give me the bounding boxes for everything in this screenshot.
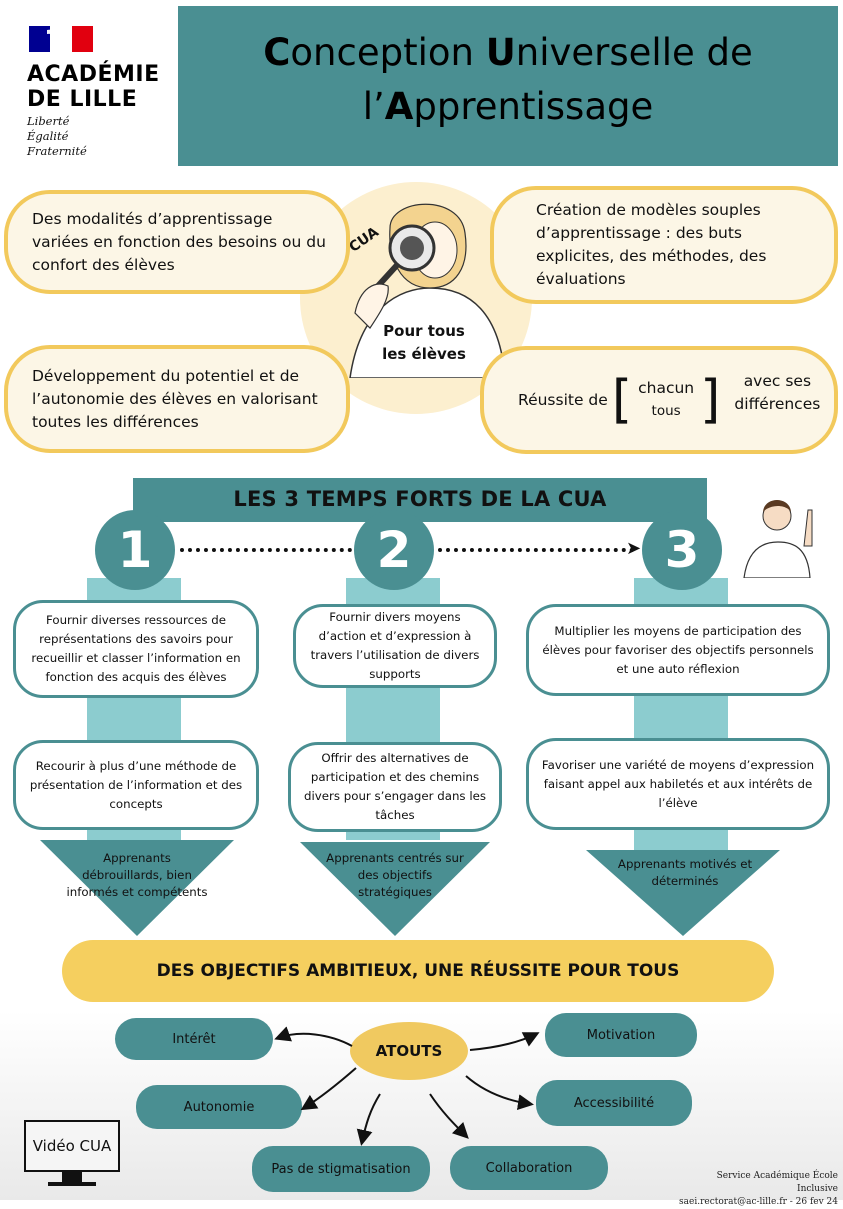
column-1-result-arrow xyxy=(40,840,234,936)
academy-name-line2: DE LILLE xyxy=(27,87,138,112)
reussite-suffix-line2: différences xyxy=(734,395,821,413)
arrow-to-stigmatisation xyxy=(356,1093,381,1146)
page-title: Conception Universelle de l’Apprentissag… xyxy=(178,26,838,134)
dotted-connector xyxy=(180,548,352,552)
title-text: niverselle de xyxy=(515,31,753,74)
bubble-developpement-text: Développement du potentiel et de l’auton… xyxy=(32,366,318,431)
bracket-right: ] xyxy=(700,370,721,430)
arrow-to-autonomie xyxy=(300,1067,357,1111)
title-text: l’ xyxy=(362,85,385,128)
arrow-to-interet xyxy=(274,1026,353,1047)
atout-motivation: Motivation xyxy=(545,1013,697,1057)
column-2-result-arrow xyxy=(300,842,490,936)
arrow-right-icon: ➤ xyxy=(626,538,642,559)
student-magnifier-illustration xyxy=(349,203,506,378)
bubble-creation-text: Création de modèles souples d’apprentiss… xyxy=(536,201,767,288)
column-1-card-1-text: Fournir diverses ressources de représent… xyxy=(31,613,241,684)
atouts-center: ATOUTS xyxy=(350,1022,468,1080)
step-number-3: 3 xyxy=(642,510,722,590)
column-3-card-1: Multiplier les moyens de participation d… xyxy=(526,604,830,696)
arrow-to-accessibilite xyxy=(465,1075,534,1111)
arrow-to-collaboration xyxy=(429,1093,469,1139)
page-title-line2: l’Apprentissage xyxy=(178,80,838,134)
column-3-card-2-text: Favoriser une variété de moyens d’expres… xyxy=(541,757,815,810)
title-text: pprentissage xyxy=(413,85,654,128)
reussite-prefix: Réussite de xyxy=(518,390,608,409)
page-title-line1: Conception Universelle de xyxy=(178,26,838,80)
reussite-word-chacun: chacun xyxy=(638,379,695,397)
center-caption-line1: Pour tous xyxy=(383,322,465,340)
title-initial: A xyxy=(384,85,414,128)
goal-banner: DES OBJECTIFS AMBITIEUX, UNE RÉUSSITE PO… xyxy=(62,940,774,1002)
temps-forts-title: LES 3 TEMPS FORTS DE LA CUA xyxy=(233,487,607,511)
bubble-creation: Création de modèles souples d’apprentiss… xyxy=(490,186,838,304)
center-caption-line2: les élèves xyxy=(382,345,466,363)
footer-contact: saei.rectorat@ac-lille.fr - 26 fev 24 xyxy=(679,1197,838,1207)
atout-collaboration: Collaboration xyxy=(450,1146,608,1190)
column-2-result: Apprenants centrés sur des objectifs str… xyxy=(326,851,464,899)
motto-line: Égalité xyxy=(27,129,69,143)
reussite-words: chacun tous xyxy=(638,377,694,423)
column-3-card-1-text: Multiplier les moyens de participation d… xyxy=(542,623,814,676)
teacher-pointing-illustration xyxy=(743,500,813,578)
reussite-word-tous: tous xyxy=(651,403,681,419)
monitor-stand xyxy=(62,1172,82,1182)
monitor-base xyxy=(48,1182,96,1186)
center-caption: Pour tous les élèves xyxy=(374,320,474,366)
title-text: onception xyxy=(290,31,486,74)
column-2-card-2: Offrir des alternatives de participation… xyxy=(288,742,502,832)
title-initial: C xyxy=(263,31,291,74)
column-1-card-1: Fournir diverses ressources de représent… xyxy=(13,600,259,698)
marianne-flag-icon xyxy=(29,26,93,52)
footer-service: Service Académique École Inclusive xyxy=(716,1171,838,1194)
atouts-arrows xyxy=(274,1026,540,1146)
column-3-card-2: Favoriser une variété de moyens d’expres… xyxy=(526,738,830,830)
atout-interet: Intérêt xyxy=(115,1018,273,1060)
temps-forts-band: LES 3 TEMPS FORTS DE LA CUA xyxy=(133,478,707,522)
dotted-connector xyxy=(438,548,634,552)
column-2-card-2-text: Offrir des alternatives de participation… xyxy=(304,751,486,822)
video-link-button[interactable]: Vidéo CUA xyxy=(24,1120,120,1172)
title-banner: Conception Universelle de l’Apprentissag… xyxy=(178,6,838,166)
motto-line: Liberté xyxy=(27,114,70,128)
bracket-left: [ xyxy=(611,370,633,430)
arrow-to-motivation xyxy=(469,1032,540,1051)
bubble-developpement: Développement du potentiel et de l’auton… xyxy=(4,345,350,453)
atout-accessibilite: Accessibilité xyxy=(536,1080,692,1126)
bubble-reussite: Réussite de [ chacun tous ] avec ses dif… xyxy=(480,346,838,454)
bubble-modalites-text: Des modalités d’apprentissage variées en… xyxy=(32,209,326,274)
academy-logo: ACADÉMIE DE LILLE Liberté Égalité Frater… xyxy=(25,22,175,172)
column-2-card-1-text: Fournir divers moyens d’action et d’expr… xyxy=(310,610,480,681)
step-number-2: 2 xyxy=(354,510,434,590)
column-3-result-arrow xyxy=(586,850,780,936)
footer: Service Académique École Inclusive saei.… xyxy=(678,1170,838,1209)
column-2-card-1: Fournir divers moyens d’action et d’expr… xyxy=(293,604,497,688)
bubble-modalites: Des modalités d’apprentissage variées en… xyxy=(4,190,350,294)
reussite-suffix-line1: avec ses xyxy=(743,372,812,390)
column-1-card-2: Recourir à plus d’une méthode de présent… xyxy=(13,740,259,830)
column-1-card-2-text: Recourir à plus d’une méthode de présent… xyxy=(29,758,243,811)
column-1-result: Apprenants débrouillards, bien informés … xyxy=(66,851,208,899)
atout-autonomie: Autonomie xyxy=(136,1085,302,1129)
reussite-suffix: avec ses différences xyxy=(734,370,820,416)
column-3-result: Apprenants motivés et déterminés xyxy=(617,857,753,888)
academy-name: ACADÉMIE DE LILLE xyxy=(27,62,160,112)
republic-motto: Liberté Égalité Fraternité xyxy=(27,114,87,159)
academy-name-line1: ACADÉMIE xyxy=(27,62,160,87)
title-initial: U xyxy=(485,31,516,74)
motto-line: Fraternité xyxy=(27,144,87,158)
step-number-1: 1 xyxy=(95,510,175,590)
atout-pas-de-stigmatisation: Pas de stigmatisation xyxy=(252,1146,430,1192)
